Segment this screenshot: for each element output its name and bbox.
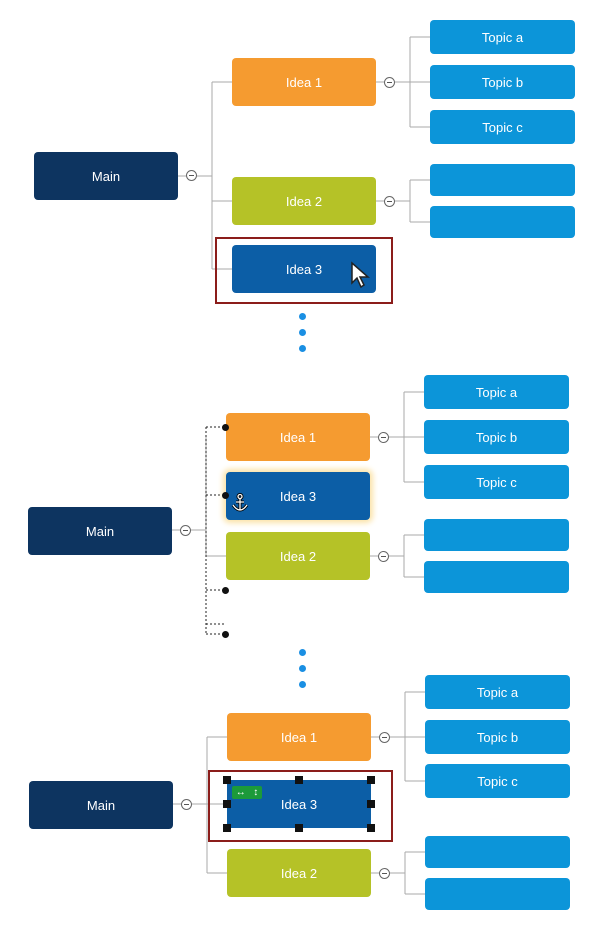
idea-node-label: Idea 2 [285, 193, 323, 209]
ellipsis-dot [299, 313, 306, 320]
ellipsis-dot [299, 665, 306, 672]
topic-node-c[interactable]: Topic c [430, 110, 575, 144]
idea-node-2[interactable]: Idea 2 [232, 177, 376, 225]
ellipsis-dot [299, 345, 306, 352]
idea-node-2[interactable]: Idea 2 [226, 532, 370, 580]
topic-node-label: Topic c [476, 474, 517, 490]
topic-node-empty[interactable] [425, 836, 570, 868]
idea-node-label: Idea 3 [285, 261, 323, 277]
main-node-label: Main [85, 523, 115, 539]
topic-node-c[interactable]: Topic c [425, 764, 570, 798]
idea-node-label: Idea 2 [279, 548, 317, 564]
topic-node-label: Topic a [475, 384, 518, 400]
idea-node-1[interactable]: Idea 1 [226, 413, 370, 461]
horizontal-resize-icon: ↔ [235, 787, 246, 798]
drop-target-dot [222, 424, 229, 431]
collapse-icon[interactable] [379, 868, 390, 879]
topic-node-b[interactable]: Topic b [424, 420, 569, 454]
ellipsis-dot [299, 649, 306, 656]
topic-node-b[interactable]: Topic b [425, 720, 570, 754]
anchor-cursor-icon [231, 493, 249, 512]
topic-node-label: Topic c [477, 773, 518, 789]
topic-node-label: Topic b [475, 429, 518, 445]
resize-handle[interactable] [223, 824, 231, 832]
topic-node-label: Topic b [476, 729, 519, 745]
vertical-resize-icon: ↕ [253, 787, 259, 798]
topic-node-c[interactable]: Topic c [424, 465, 569, 499]
collapse-icon[interactable] [181, 799, 192, 810]
resize-handle[interactable] [367, 800, 375, 808]
resize-handle[interactable] [295, 824, 303, 832]
idea-node-label: Idea 1 [285, 74, 323, 90]
resize-handle[interactable] [295, 776, 303, 784]
resize-handle[interactable] [367, 776, 375, 784]
idea-node-label: Idea 1 [280, 729, 318, 745]
idea-node-1[interactable]: Idea 1 [227, 713, 371, 761]
ellipsis-dot [299, 329, 306, 336]
collapse-icon[interactable] [384, 196, 395, 207]
topic-node-a[interactable]: Topic a [430, 20, 575, 54]
topic-node-label: Topic a [476, 684, 519, 700]
selection-box [208, 770, 393, 842]
main-node[interactable]: Main [28, 507, 172, 555]
idea-node-2[interactable]: Idea 2 [227, 849, 371, 897]
topic-node-label: Topic b [481, 74, 524, 90]
topic-node-empty[interactable] [430, 164, 575, 196]
drop-target-dot [222, 631, 229, 638]
collapse-icon[interactable] [378, 551, 389, 562]
topic-node-a[interactable]: Topic a [425, 675, 570, 709]
ellipsis-dot [299, 681, 306, 688]
idea-node-label: Idea 3 [279, 488, 317, 504]
idea-node-3-dragging[interactable]: Idea 3 [226, 472, 370, 520]
idea-node-1[interactable]: Idea 1 [232, 58, 376, 106]
topic-node-empty[interactable] [424, 561, 569, 593]
collapse-icon[interactable] [180, 525, 191, 536]
main-node[interactable]: Main [34, 152, 178, 200]
resize-handle[interactable] [223, 800, 231, 808]
resize-badge-icon[interactable]: ↔ ↕ [232, 786, 262, 799]
collapse-icon[interactable] [186, 170, 197, 181]
idea-node-label: Idea 2 [280, 865, 318, 881]
topic-node-empty[interactable] [424, 519, 569, 551]
main-node-label: Main [86, 797, 116, 813]
selection-box [215, 237, 393, 304]
topic-node-empty[interactable] [425, 878, 570, 910]
idea-node-label: Idea 1 [279, 429, 317, 445]
topic-node-label: Topic c [482, 119, 523, 135]
topic-node-b[interactable]: Topic b [430, 65, 575, 99]
topic-node-label: Topic a [481, 29, 524, 45]
resize-handle[interactable] [223, 776, 231, 784]
collapse-icon[interactable] [378, 432, 389, 443]
main-node[interactable]: Main [29, 781, 173, 829]
drop-target-dot [222, 587, 229, 594]
collapse-icon[interactable] [379, 732, 390, 743]
collapse-icon[interactable] [384, 77, 395, 88]
drop-target-dot [222, 492, 229, 499]
topic-node-empty[interactable] [430, 206, 575, 238]
idea-node-label: Idea 3 [280, 796, 318, 812]
pointer-cursor-icon [351, 261, 370, 289]
main-node-label: Main [91, 168, 121, 184]
resize-handle[interactable] [367, 824, 375, 832]
topic-node-a[interactable]: Topic a [424, 375, 569, 409]
